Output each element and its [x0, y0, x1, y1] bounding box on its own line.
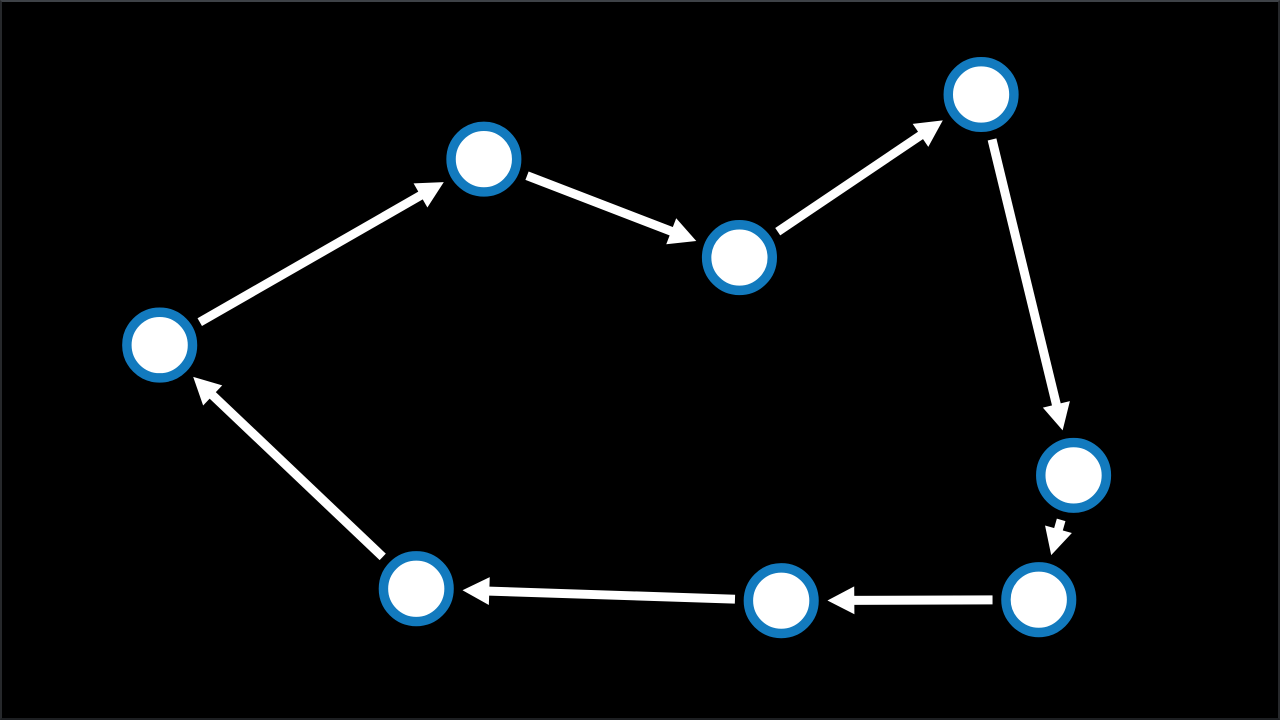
edge-arrowhead-n6-n7	[827, 586, 855, 615]
edge-arrowhead-n2-n3	[666, 218, 697, 245]
node-bottom-right	[1001, 562, 1077, 638]
node-right	[1036, 437, 1112, 513]
edge-arrowhead-n3-n4	[912, 120, 943, 147]
edge-arrowhead-n4-n5	[1042, 401, 1070, 431]
edge-line-n3-n4	[775, 129, 927, 236]
edge-line-n2-n3	[525, 171, 677, 237]
nodes-layer	[122, 56, 1112, 639]
node-upper-left	[446, 121, 522, 197]
edge-line-n8-n1	[206, 389, 386, 561]
edge-arrowhead-n5-n6	[1045, 525, 1072, 556]
edge-arrowhead-n7-n8	[462, 577, 490, 606]
edges-layer	[193, 120, 1072, 615]
node-top-middle	[701, 220, 777, 296]
node-bottom-middle	[743, 563, 819, 639]
node-top-right	[943, 56, 1019, 133]
edge-arrowhead-n1-n2	[413, 182, 444, 208]
edge-line-n4-n5	[987, 138, 1062, 410]
node-left	[122, 307, 198, 383]
node-bottom-left	[378, 551, 454, 627]
edge-arrowhead-n8-n1	[193, 376, 223, 406]
edge-line-n7-n8	[485, 586, 736, 604]
edge-line-n1-n2	[197, 189, 427, 326]
